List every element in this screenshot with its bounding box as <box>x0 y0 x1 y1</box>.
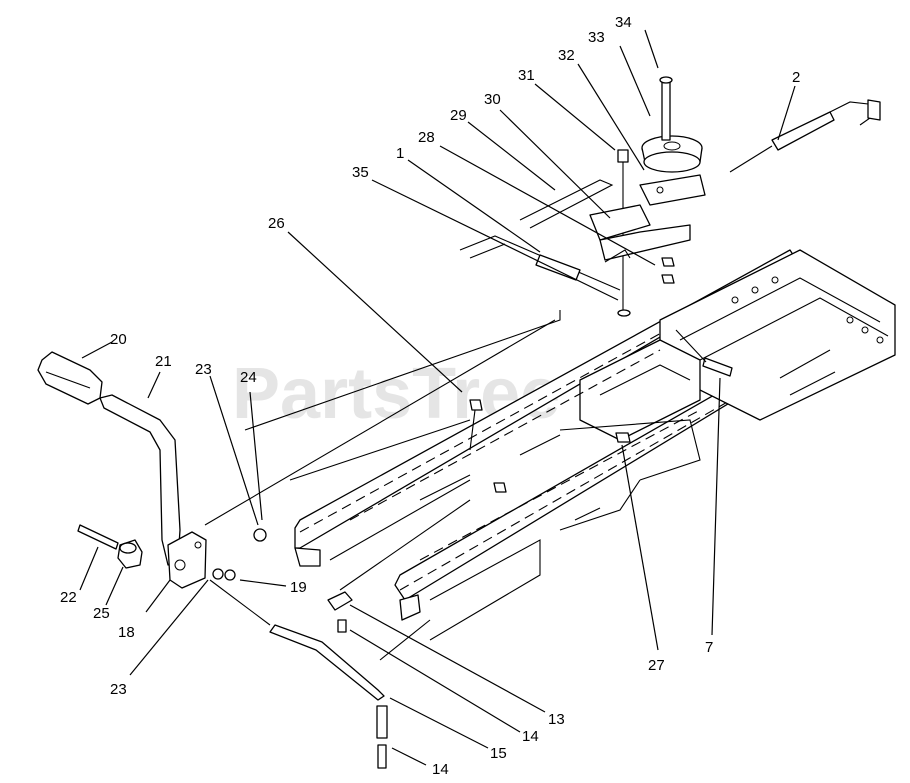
pedal-assembly <box>37 319 556 769</box>
callout-30: 30 <box>484 91 501 108</box>
callout-33: 33 <box>588 29 605 46</box>
callout-29: 29 <box>450 107 467 124</box>
callout-14-lower: 14 <box>432 761 449 778</box>
callout-14-upper: 14 <box>522 728 539 745</box>
callout-7: 7 <box>705 639 713 656</box>
callout-18: 18 <box>118 624 135 641</box>
leader-lines <box>79 29 796 766</box>
callout-27: 27 <box>648 657 665 674</box>
idler-pulley-assembly <box>459 76 881 443</box>
frame-assembly <box>244 249 896 641</box>
callout-1: 1 <box>396 145 404 162</box>
callout-28: 28 <box>418 129 435 146</box>
callout-20: 20 <box>110 331 127 348</box>
callout-19: 19 <box>290 579 307 596</box>
callout-24: 24 <box>240 369 257 386</box>
callout-23-lower: 23 <box>110 681 127 698</box>
callout-35: 35 <box>352 164 369 181</box>
callout-15: 15 <box>490 745 507 762</box>
callout-labels: 34 33 32 31 2 30 29 28 1 35 26 20 21 23 … <box>60 14 800 778</box>
callout-34: 34 <box>615 14 632 31</box>
callout-26: 26 <box>268 215 285 232</box>
callout-32: 32 <box>558 47 575 64</box>
callout-25: 25 <box>93 605 110 622</box>
callout-21: 21 <box>155 353 172 370</box>
callout-13: 13 <box>548 711 565 728</box>
callout-2: 2 <box>792 69 800 86</box>
callout-31: 31 <box>518 67 535 84</box>
callout-22: 22 <box>60 589 77 606</box>
callout-23-upper: 23 <box>195 361 212 378</box>
